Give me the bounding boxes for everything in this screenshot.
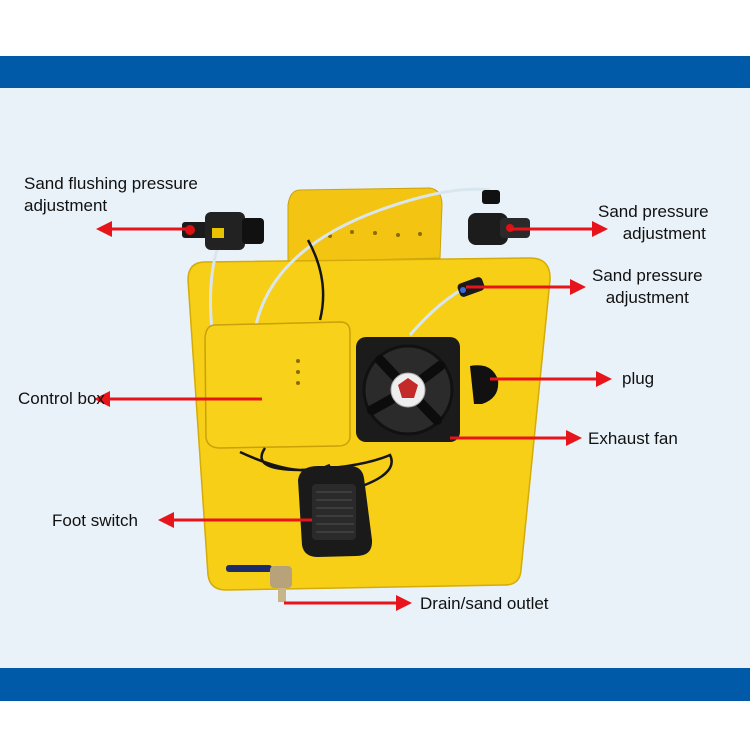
label-foot-switch: Foot switch: [52, 511, 138, 530]
foot-switch: [298, 466, 373, 557]
label-exhaust-fan: Exhaust fan: [588, 429, 678, 448]
label-line: Sand flushing pressure: [24, 174, 198, 193]
air-tube-top: [253, 187, 491, 331]
label-line: Sand pressure: [598, 202, 709, 221]
arrows: [94, 221, 612, 611]
label-line: adjustment: [24, 196, 108, 215]
label-line: adjustment: [622, 224, 706, 243]
top-band: [0, 56, 750, 89]
bottom-band: [0, 668, 750, 701]
label-sand-pressure-top: Sand pressure adjustment: [598, 201, 709, 245]
label-sand-flushing-pressure: Sand flushing pressure adjustment: [24, 173, 198, 217]
left-regulator: [182, 212, 264, 250]
right-regulator: [468, 190, 530, 245]
top-lid: [287, 187, 443, 263]
label-plug: plug: [622, 369, 655, 388]
label-sand-pressure-mid: Sand pressure adjustment: [592, 265, 703, 309]
exhaust-fan: [356, 337, 460, 442]
drain-valve: [226, 565, 292, 602]
label-drain-outlet: Drain/sand outlet: [420, 594, 549, 613]
label-control-box: Control box: [18, 389, 105, 408]
label-line: Sand pressure: [592, 266, 703, 285]
control-box: [204, 321, 351, 449]
label-line: adjustment: [605, 288, 689, 307]
plug: [470, 365, 499, 404]
